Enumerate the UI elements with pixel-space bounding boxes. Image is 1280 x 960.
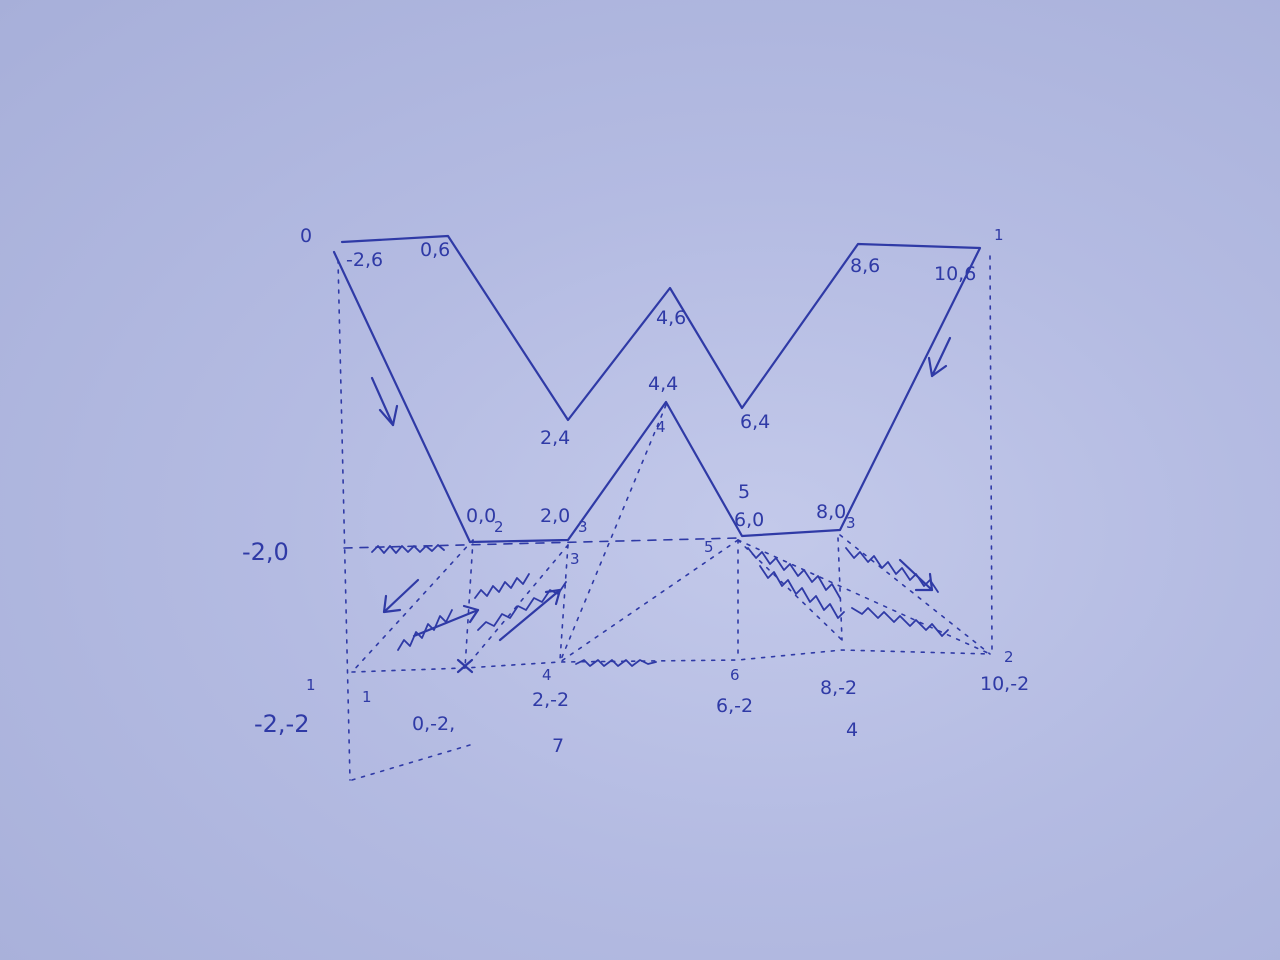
arrow-down-right-icon — [898, 558, 934, 592]
projection-0 — [464, 539, 474, 669]
label-4-4: 4,4 — [648, 373, 678, 395]
label-2-0: 2,0 — [540, 505, 570, 527]
label-mark-1: 1 — [362, 688, 372, 706]
label-6-0-top: 5 — [738, 481, 750, 503]
label-8-0: 8,0 — [816, 501, 846, 523]
diag-8-to-10 — [839, 534, 991, 655]
label-8-0-sub: 3 — [846, 514, 856, 532]
label-0-6: 0,6 — [420, 239, 450, 261]
label-0-0-sub: 2 — [494, 518, 504, 536]
label-2-m2-mark: 4 — [542, 666, 552, 684]
label-8-6: 8,6 — [850, 255, 880, 277]
label-2-4: 2,4 — [540, 427, 570, 449]
diag-2-to-0 — [464, 544, 569, 669]
cross-mark-icon — [456, 658, 474, 674]
diag-6-to-2 — [559, 539, 739, 663]
label-6-m2-mark: 6 — [730, 666, 740, 684]
diag-6-to-10 — [737, 539, 991, 655]
label-left-axis: -2,0 — [242, 538, 289, 566]
wavy-mark-center-a — [474, 573, 530, 599]
bottom-left-tail — [351, 744, 471, 781]
arrow-down-left-icon — [382, 578, 420, 614]
diag-6-to-8 — [737, 539, 843, 641]
arrow-right-down-icon — [927, 336, 952, 378]
label-6-m2: 6,-2 — [716, 695, 753, 717]
label-under-8-m2: 4 — [846, 719, 858, 741]
label-10-6: 10,6 — [934, 263, 976, 285]
arrow-up-right-icon-a — [412, 604, 480, 638]
label-4-6: 4,6 — [656, 307, 686, 329]
diag-peak-to-2 — [559, 404, 667, 663]
label-8-m2: 8,-2 — [820, 677, 857, 699]
label-4-4-mark: 4 — [656, 418, 666, 436]
arrow-left-down-icon — [370, 376, 399, 427]
label-10-m2: 10,-2 — [980, 673, 1029, 695]
projection-right — [989, 255, 993, 653]
label-m2-m2: -2,-2 — [254, 710, 310, 738]
label-corner-top-left: 0 — [300, 225, 312, 247]
label-2-0-mark: 3 — [570, 550, 580, 568]
label-6-4: 6,4 — [740, 411, 770, 433]
wavy-mark-bottom — [575, 659, 657, 667]
level-minus-two-line — [351, 649, 991, 673]
diag-0-to-left — [351, 539, 474, 673]
projection-8 — [837, 537, 843, 641]
wavy-mark-left-mid — [397, 609, 453, 651]
wavy-mark-right-d — [851, 607, 949, 637]
label-2-0-sub: 3 — [578, 518, 588, 536]
label-under-2-m2: 7 — [552, 735, 564, 757]
wavy-mark-right-a — [747, 547, 841, 599]
label-5-mark: 5 — [704, 538, 714, 556]
arrow-up-right-icon-b — [498, 588, 562, 642]
wavy-mark-right-c — [845, 547, 939, 593]
label-0-0: 0,0 — [466, 505, 496, 527]
level-zero-line — [343, 537, 739, 549]
label-0-m2: 0,-2, — [412, 713, 455, 735]
wavy-mark-left-top — [371, 544, 445, 554]
upper-w-outline — [332, 234, 982, 544]
label-6-0: 6,0 — [734, 509, 764, 531]
wavy-mark-right-b — [759, 565, 845, 619]
label-m2-m2-top: 1 — [306, 676, 316, 694]
label-corner-top-right: 1 — [994, 226, 1004, 244]
projection-2 — [559, 544, 569, 661]
projection-left — [337, 259, 351, 781]
label-m2-6: -2,6 — [346, 249, 383, 271]
label-mark-2: 2 — [1004, 648, 1014, 666]
label-2-m2: 2,-2 — [532, 689, 569, 711]
